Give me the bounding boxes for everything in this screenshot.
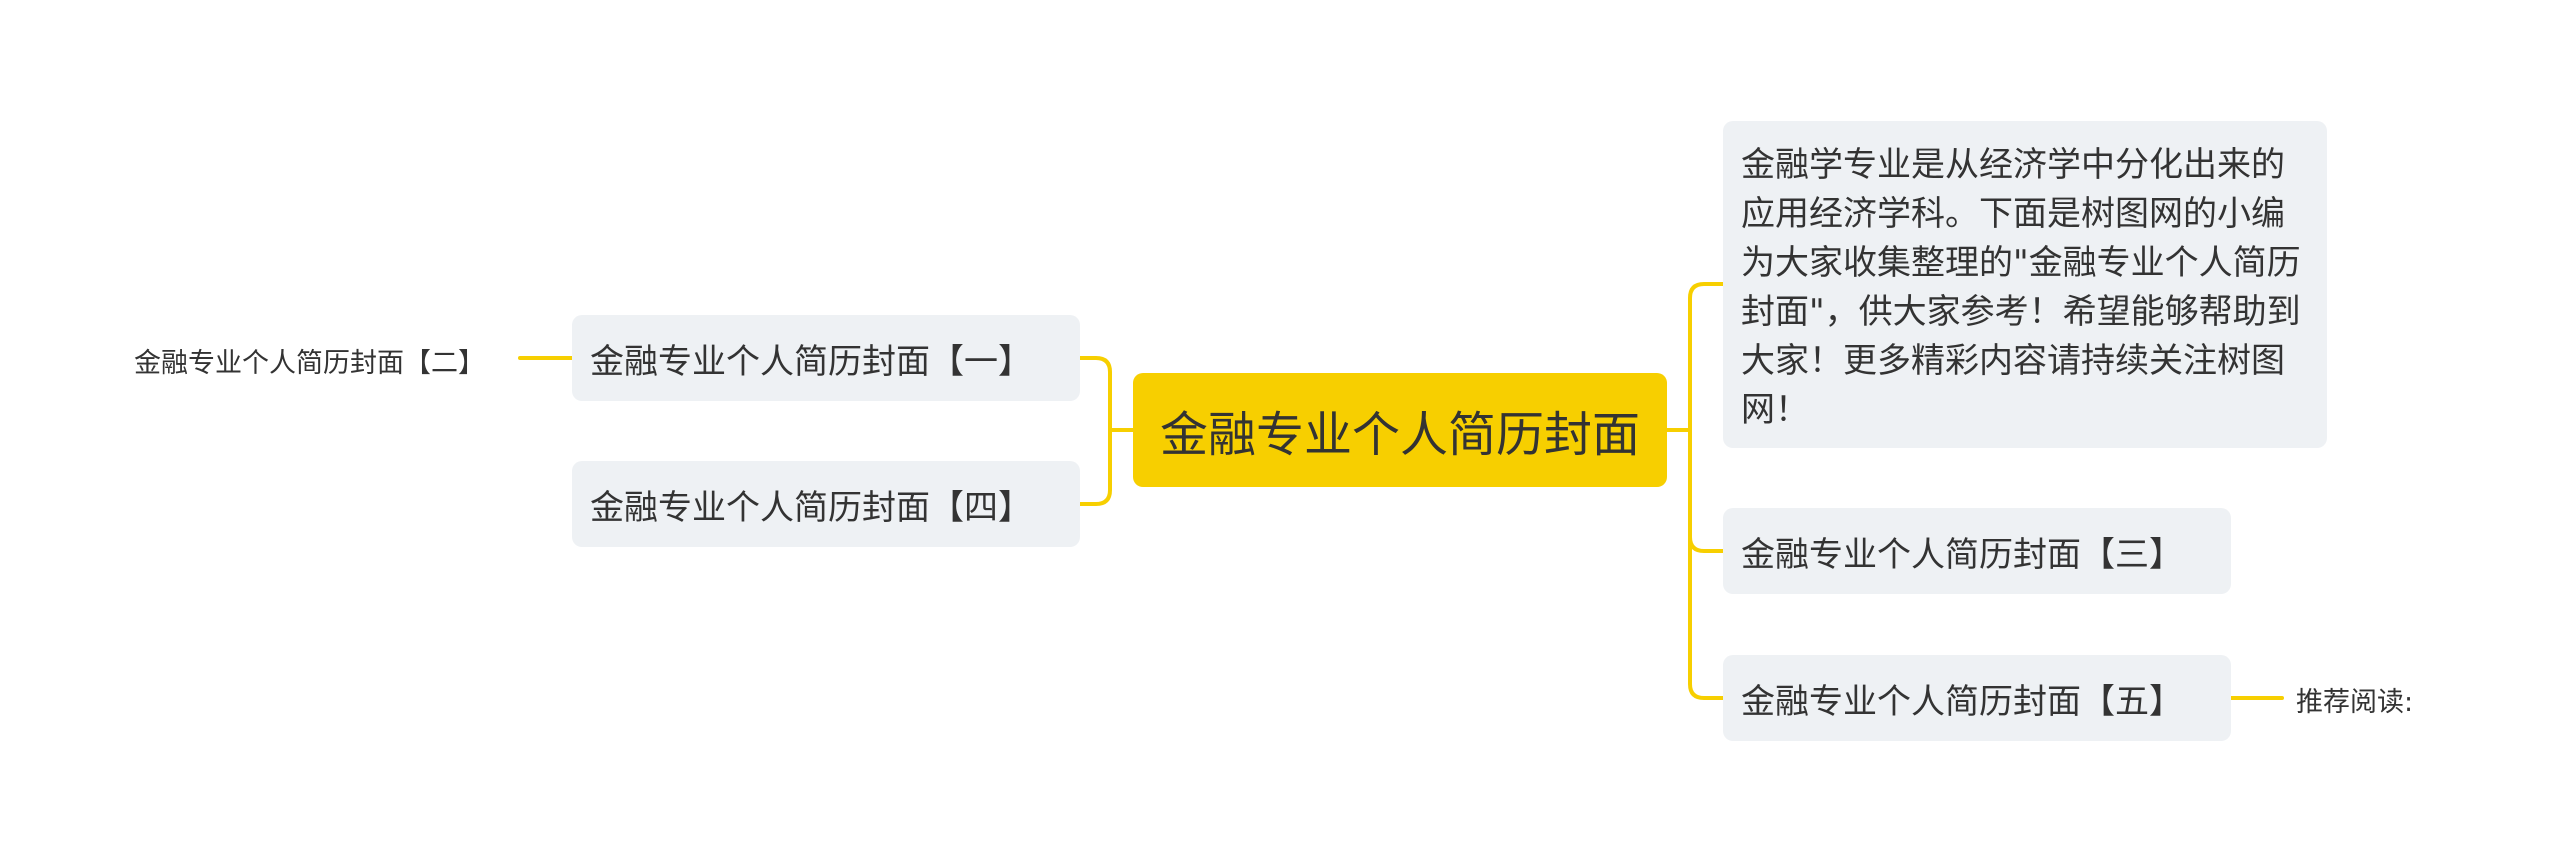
- link-right-desc: [1688, 282, 1725, 432]
- link-right-node-5: [1688, 428, 1725, 700]
- topic-node-3[interactable]: 金融专业个人简历封面【三】: [1723, 508, 2231, 594]
- root-topic[interactable]: 金融专业个人简历封面: [1133, 373, 1667, 487]
- topic-node-5[interactable]: 金融专业个人简历封面【五】: [1723, 655, 2231, 741]
- link-left-node-1: [1078, 356, 1112, 432]
- subtopic-node-2[interactable]: 金融专业个人简历封面【二】: [134, 348, 485, 379]
- recommended-reading-label[interactable]: 推荐阅读:: [2296, 687, 2414, 718]
- topic-node-4[interactable]: 金融专业个人简历封面【四】: [572, 461, 1080, 547]
- topic-node-1[interactable]: 金融专业个人简历封面【一】: [572, 315, 1080, 401]
- link-left-node-4: [1078, 428, 1112, 506]
- link-right-node-3: [1688, 428, 1725, 553]
- description-node[interactable]: 金融学专业是从经济学中分化出来的应用经济学科。下面是树图网的小编为大家收集整理的…: [1723, 121, 2327, 448]
